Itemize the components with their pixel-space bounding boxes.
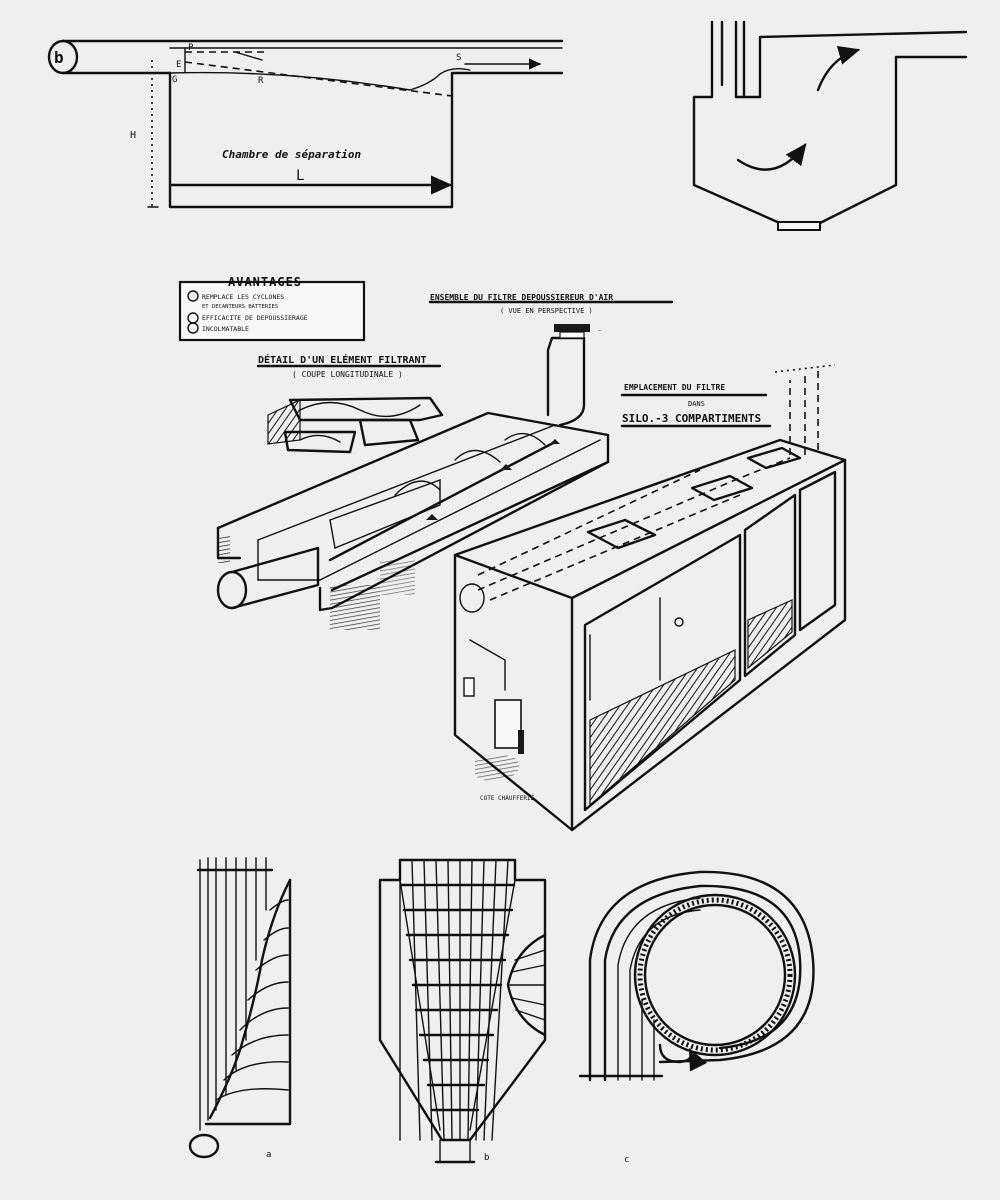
separation-chamber: [168, 71, 564, 209]
figure-b: b: [378, 858, 547, 1164]
avantage-item-4: INCOLMATABLE: [202, 325, 249, 333]
silo-body: [453, 438, 847, 832]
compartment-1: [583, 533, 742, 812]
emplacement-silo: SILO.-3 COMPARTIMENTS: [622, 412, 761, 425]
settling-chamber-diagram: b P E G R H S L Chambre de séparation: [47, 39, 564, 209]
silo-diagram: EMPLACEMENT DU FILTRE DANS SILO.-3 COMPA…: [453, 364, 847, 832]
pipe-letter: b: [54, 48, 64, 67]
compartment-3: [798, 470, 837, 632]
stack-note: —: [598, 328, 602, 334]
ensemble-subtitle: ( VUE EN PERSPECTIVE ): [500, 307, 593, 315]
filter-inlet: [216, 570, 248, 610]
figure-a: a: [188, 857, 292, 1160]
emplacement-dans: DANS: [688, 400, 705, 408]
label-p: P: [188, 43, 194, 53]
avantages-title: AVANTAGES: [228, 275, 302, 289]
avantage-item-2: ET DECANTEURS BATTERIES: [202, 304, 278, 310]
filter-assembly-diagram: AVANTAGES REMPLACE LES CYCLONES ET DECAN…: [178, 275, 674, 630]
label-g: G: [172, 75, 177, 85]
figure-c: c: [578, 870, 815, 1165]
filter-element-detail: [267, 396, 444, 454]
compartment-2: [743, 493, 797, 678]
avantage-item-3: EFFICACITE DE DEPOUSSIERAGE: [202, 314, 308, 322]
label-l: L: [296, 168, 304, 184]
cote-chaufferie-label: COTE CHAUFFERIE: [480, 795, 535, 802]
emplacement-title: EMPLACEMENT DU FILTRE: [624, 383, 725, 392]
avantages-box: [178, 280, 366, 342]
filter-trough: [216, 411, 610, 592]
ensemble-title: ENSEMBLE DU FILTRE DEPOUSSIEREUR D'AIR: [430, 293, 613, 302]
baffle-chamber-diagram: [692, 20, 968, 231]
label-r: R: [258, 76, 264, 86]
detail-title: DÉTAIL D'UN ELÉMENT FILTRANT: [258, 353, 427, 366]
label-s: S: [456, 53, 461, 63]
outlet-stack: [546, 336, 586, 427]
detail-subtitle: ( COUPE LONGITUDINALE ): [292, 370, 403, 379]
label-e: E: [176, 60, 181, 70]
chamber-label: Chambre de séparation: [222, 148, 361, 161]
avantage-item-1: REMPLACE LES CYCLONES: [202, 293, 284, 301]
figure-a-label: a: [266, 1150, 271, 1160]
figure-b-label: b: [484, 1153, 489, 1163]
figure-c-label: c: [624, 1155, 629, 1165]
label-h: H: [130, 130, 136, 141]
